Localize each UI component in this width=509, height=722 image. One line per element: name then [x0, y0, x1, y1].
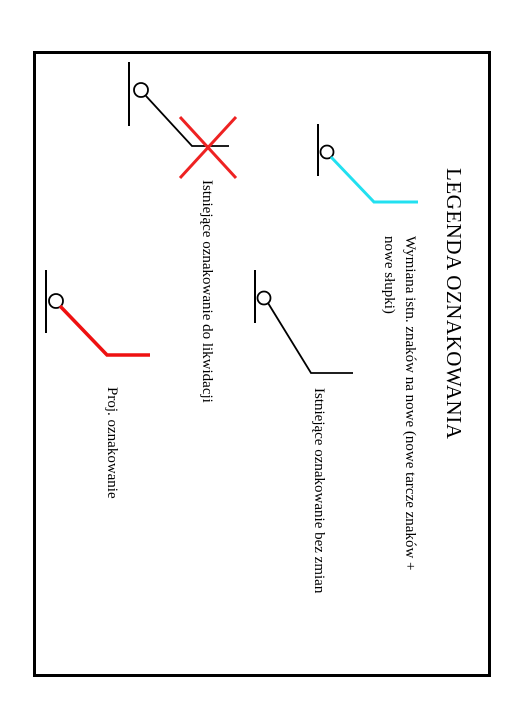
projected-sign-symbol — [45, 270, 150, 357]
legend-item-existing-label: Istniejące oznakowanie bez zmian — [311, 388, 327, 594]
legend-frame — [33, 51, 491, 677]
legend-item-remove-label: Istniejące oznakowanie do likwidacji — [199, 180, 215, 403]
legend-title: LEGENDA OZNAKOWANIA — [442, 168, 466, 440]
existing-sign-symbol — [254, 270, 353, 374]
legend-item-projected-label: Proj. oznakowanie — [104, 387, 120, 499]
replacement-sign-symbol — [317, 124, 418, 204]
removed-sign-symbol — [128, 62, 229, 147]
legend-item-replace-label-line2: nowe słupki) — [381, 236, 397, 314]
legend-item-replace-label-line1: Wymiana istn. znaków na nowe (nowe tarcz… — [402, 236, 418, 571]
removal-cross-icon — [178, 115, 238, 180]
